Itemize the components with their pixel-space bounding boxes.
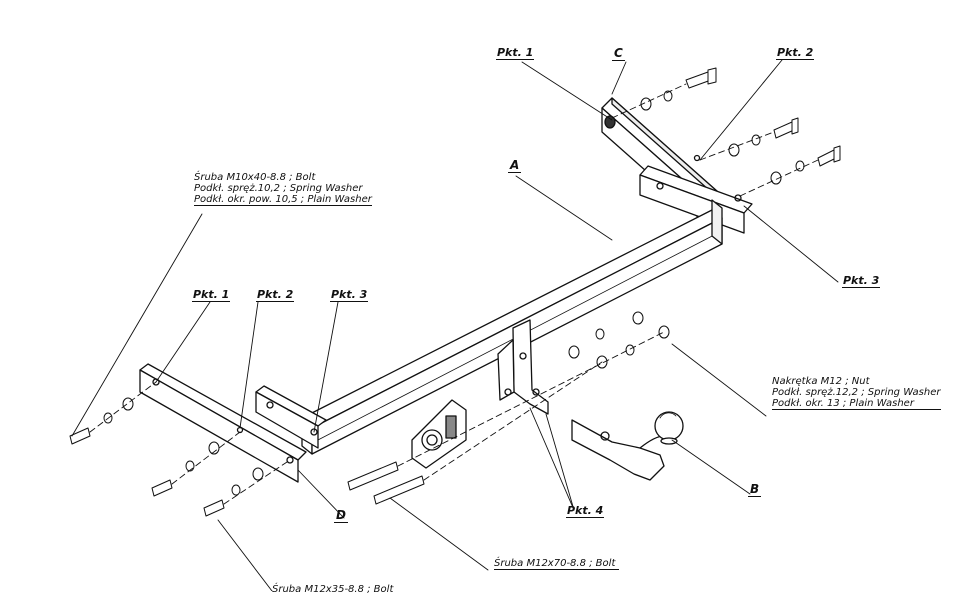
bracket-plate-left-outer (139, 363, 307, 483)
label-pkt1-top: Pkt. 1 (496, 46, 535, 60)
note-bolt-m12x70: Śruba M12x70-8.8 ; Bolt (494, 558, 620, 570)
note-bolt-m10: Śruba M10x40-8.8 ; Bolt Podkł. spręż.10,… (194, 172, 372, 206)
hitch-mount (497, 319, 549, 415)
label-c: C (612, 46, 625, 61)
label-pkt1-left: Pkt. 1 (192, 288, 231, 302)
note-nut-m12-line2: Podkł. spręż.12,2 ; Spring Washer (772, 387, 941, 398)
note-bolt-m12x35: Śruba M12x35-8.8 ; Bolt (272, 584, 394, 595)
label-pkt2-top: Pkt. 2 (776, 46, 815, 60)
bracket-c (601, 97, 719, 227)
note-bolt-m10-line1: Śruba M10x40-8.8 ; Bolt (194, 172, 316, 183)
note-nut-m12-line3: Podkł. okr. 13 ; Plain Washer (772, 398, 941, 410)
label-pkt3-right: Pkt. 3 (842, 274, 881, 288)
leader-lines (71, 59, 839, 591)
label-pkt3-left: Pkt. 3 (330, 288, 369, 302)
note-bolt-m10-line3: Podkł. okr. pow. 10,5 ; Plain Washer (194, 194, 372, 206)
label-a: A (508, 158, 522, 173)
fasteners (69, 67, 841, 517)
ball-neck-b (571, 411, 684, 481)
note-nut-m12-line1: Nakrętka M12 ; Nut (772, 376, 870, 387)
note-nut-m12: Nakrętka M12 ; Nut Podkł. spręż.12,2 ; S… (772, 376, 941, 410)
label-b: B (748, 482, 762, 497)
socket-plate (411, 399, 467, 469)
note-bolt-m10-line2: Podkł. spręż.10,2 ; Spring Washer (194, 183, 363, 194)
label-d: D (334, 508, 348, 523)
bracket-plate-left-inner (255, 385, 327, 449)
assembly-axes (89, 83, 819, 505)
label-pkt4: Pkt. 4 (566, 504, 605, 518)
label-pkt2-left: Pkt. 2 (256, 288, 295, 302)
